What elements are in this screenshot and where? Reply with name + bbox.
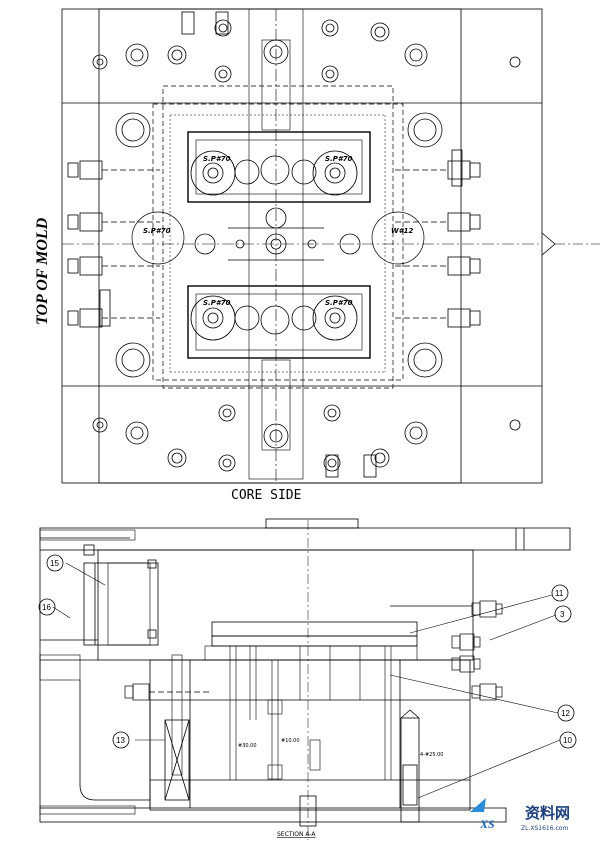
sprue-label-4: S.P#70 <box>325 299 353 307</box>
side-cylinders <box>67 149 481 328</box>
bolt-holes <box>92 19 521 472</box>
side-left-label: S.P#70 <box>143 227 171 235</box>
top-clamp-plate <box>61 8 543 484</box>
svg-text:11: 11 <box>555 589 564 598</box>
side-right-label: W#12 <box>391 227 413 235</box>
svg-text:15: 15 <box>50 559 59 568</box>
center-notch <box>541 232 556 256</box>
top-plate <box>39 527 571 551</box>
return-pin <box>400 717 420 823</box>
balloon-15: 15 <box>46 554 64 572</box>
watermark-logo-letters: XS <box>479 817 495 831</box>
watermark-brand: 资料网 <box>525 804 570 822</box>
svg-text:13: 13 <box>116 736 125 745</box>
mold-base-outline <box>98 8 462 484</box>
svg-text:10: 10 <box>563 736 572 745</box>
ejector-pins <box>229 646 392 780</box>
core-plate <box>162 85 394 389</box>
top-view <box>61 8 600 484</box>
balloon-11: 11 <box>551 584 569 602</box>
clamp-plate-bottom <box>39 807 507 823</box>
dim-label-3: 4-#25.00 <box>420 752 444 758</box>
watermark-logo: XS 资料网 ZL.XS1616.com <box>470 798 570 832</box>
top-of-mold-label: TOP OF MOLD <box>34 217 51 325</box>
sprue-label-3: S.P#70 <box>203 299 231 307</box>
watermark-url: ZL.XS1616.com <box>521 825 568 832</box>
balloon-13: 13 <box>112 731 130 749</box>
balloon-12: 12 <box>557 704 575 722</box>
core-insert-bottom <box>187 285 371 359</box>
section-view <box>39 518 571 840</box>
balloon-3: 3 <box>554 605 572 623</box>
sprue-label-1: S.P#70 <box>203 155 231 163</box>
guide-pillars <box>115 112 443 378</box>
sprue-label-2: S.P#70 <box>325 155 353 163</box>
sprue-center <box>265 233 287 255</box>
svg-text:12: 12 <box>561 709 570 718</box>
balloon-16: 16 <box>38 598 56 616</box>
svg-text:3: 3 <box>560 610 565 619</box>
dim-label-1: #30.00 <box>238 743 257 749</box>
core-insert-top <box>187 131 371 203</box>
dim-label-2: #10.00 <box>281 738 300 744</box>
ejector-plate <box>211 621 418 637</box>
core-side-caption: CORE SIDE <box>231 488 301 503</box>
cavity-gears <box>190 150 358 341</box>
svg-text:16: 16 <box>42 603 51 612</box>
section-caption: SECTION A-A <box>277 831 316 838</box>
balloon-10: 10 <box>559 731 577 749</box>
